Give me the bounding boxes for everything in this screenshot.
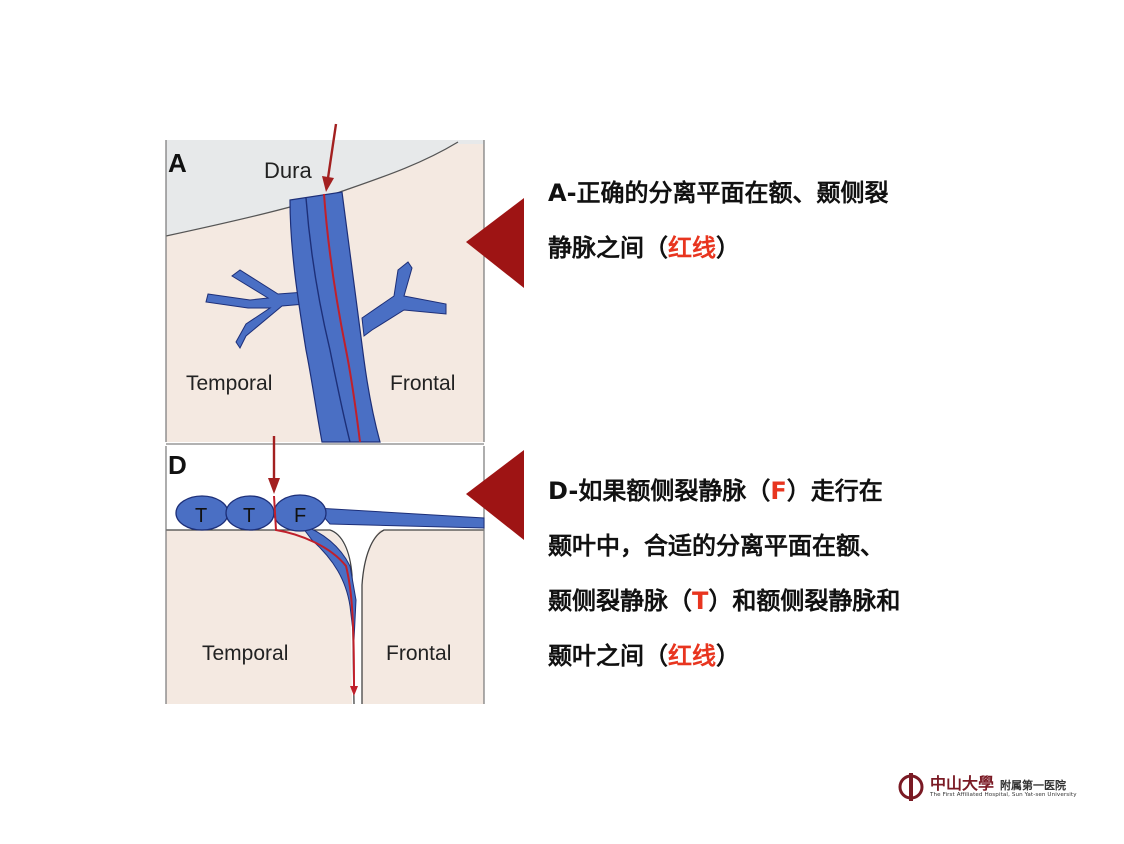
caption-a-highlight: 红线 [668, 234, 716, 262]
caption-d-line3-post: ）和额侧裂静脉和 [708, 587, 901, 615]
hospital-name-en: The First Affiliated Hospital, Sun Yat-s… [930, 792, 1077, 798]
caption-d-line1-pre: D-如果额侧裂静脉（ [548, 477, 771, 505]
caption-d-line1: D-如果额侧裂静脉（F）走行在 [548, 464, 988, 519]
panel-d: T T F D Temporal Frontal [165, 436, 485, 705]
temporal-lobe [166, 530, 352, 704]
vein-f-label: F [294, 505, 306, 527]
red-dissection-line-a [323, 193, 361, 443]
pointer-arrow-a-head [322, 176, 334, 192]
caption-d-pointer-triangle [466, 450, 524, 540]
hospital-name-main: 中山大學 [930, 774, 995, 793]
vein-branch-left [205, 269, 306, 349]
caption-a-line1: A-正确的分离平面在额、颞侧裂 [548, 179, 889, 207]
panel-d-letter: D [168, 450, 187, 480]
caption-a-line2-pre: 静脉之间（ [548, 234, 668, 262]
panel-d-frontal-label: Frontal [386, 642, 451, 665]
panel-a-frontal-label: Frontal [390, 372, 455, 395]
caption-d-line4: 颞叶之间（红线） [548, 629, 988, 684]
caption-d-highlight-redline: 红线 [668, 642, 716, 670]
caption-a-pointer-triangle [466, 198, 524, 288]
frontal-lobe [362, 530, 484, 704]
panel-d-temporal-label: Temporal [202, 642, 288, 665]
caption-a-line2-post: ） [716, 234, 740, 262]
vein-branch-right [361, 261, 447, 337]
caption-d: D-如果额侧裂静脉（F）走行在 颞叶中，合适的分离平面在额、 颞侧裂静脉（T）和… [548, 464, 988, 684]
vein-t2-label: T [243, 505, 255, 527]
dura-label: Dura [264, 158, 312, 183]
vein-t1-label: T [195, 505, 207, 527]
caption-d-line1-post: ）走行在 [786, 477, 883, 505]
panel-a-temporal-label: Temporal [186, 372, 272, 395]
caption-d-highlight-f: F [770, 477, 787, 505]
hospital-name-sub: 附属第一医院 [1000, 779, 1067, 792]
caption-d-line2: 颞叶中，合适的分离平面在额、 [548, 532, 884, 560]
hospital-emblem-icon [898, 773, 924, 801]
caption-a-line2: 静脉之间（红线） [548, 221, 988, 276]
frontal-surface-line [361, 529, 484, 704]
caption-d-highlight-t: T [692, 587, 709, 615]
red-line-d-end [350, 686, 358, 696]
hospital-name-cn: 中山大學附属第一医院 [930, 770, 1066, 794]
panel-a: A Dura Temporal Frontal [165, 123, 485, 443]
caption-d-line4-pre: 颞叶之间（ [548, 642, 668, 670]
pointer-arrow-d-head [268, 478, 280, 494]
caption-d-line3: 颞侧裂静脉（T）和额侧裂静脉和 [548, 574, 988, 629]
caption-a: A-正确的分离平面在额、颞侧裂 静脉之间（红线） [548, 166, 988, 276]
hospital-logo: 中山大學附属第一医院 The First Affiliated Hospital… [896, 770, 1096, 806]
caption-d-line4-post: ） [716, 642, 740, 670]
panel-a-letter: A [168, 148, 187, 178]
caption-d-line3-pre: 颞侧裂静脉（ [548, 587, 692, 615]
pointer-arrow-a-shaft [326, 123, 338, 179]
red-dissection-line-d [273, 495, 355, 691]
vein-boundary-line [305, 197, 351, 443]
